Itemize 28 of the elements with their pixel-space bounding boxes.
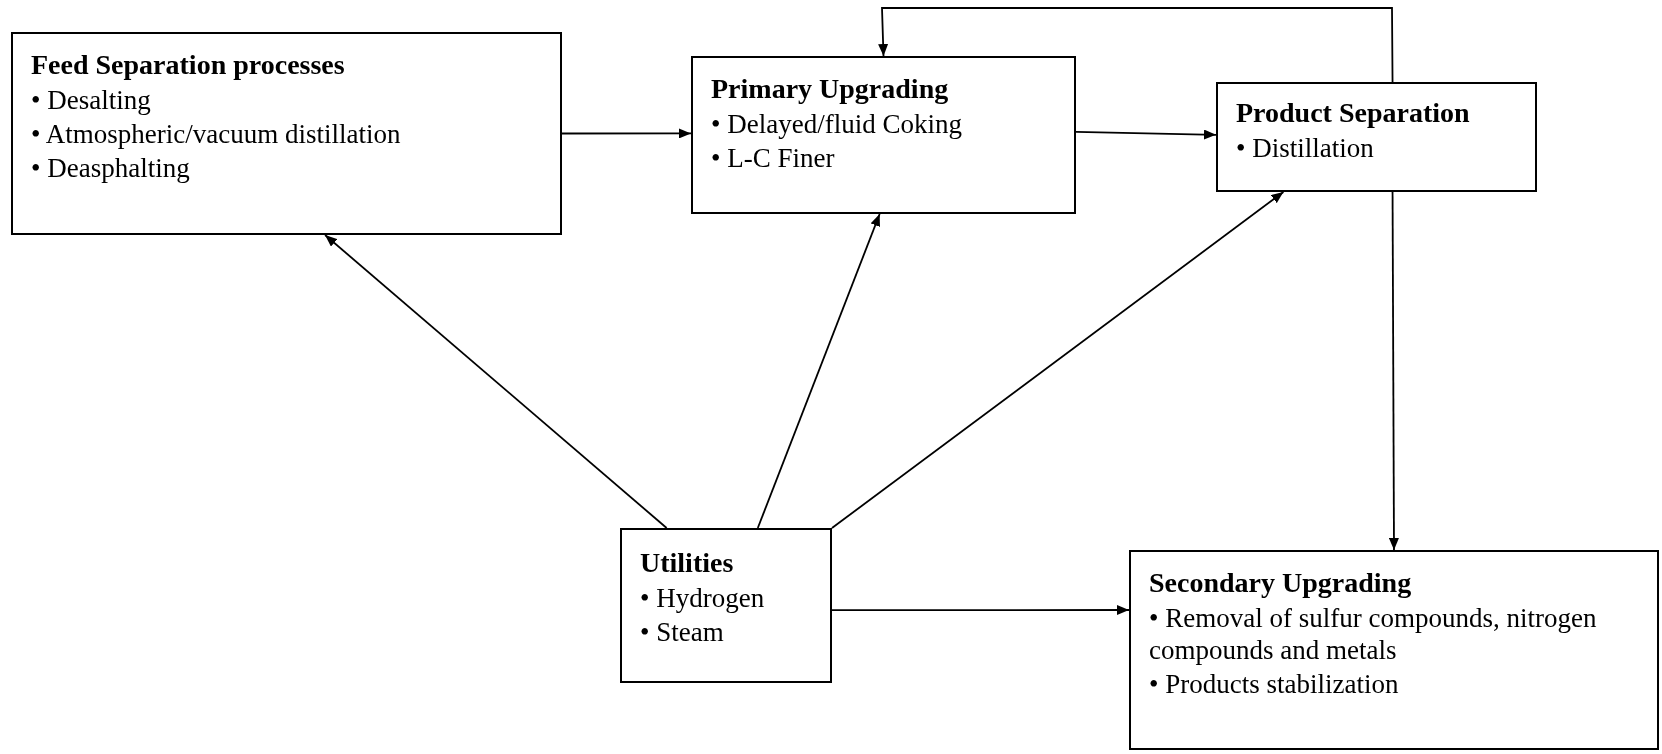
bullet-item: • Desalting: [31, 83, 152, 116]
arrow: [831, 191, 1285, 529]
arrow: [756, 213, 881, 529]
bullet-item: • Atmospheric/vacuum distillation: [31, 118, 402, 151]
bullet-item: • Products stabilization: [1149, 668, 1400, 701]
arrow: [1075, 129, 1217, 140]
box-heading: Utilities: [640, 546, 735, 580]
box-heading: Primary Upgrading: [711, 72, 950, 106]
bullet-item: • Steam: [640, 616, 725, 649]
box-heading: Feed Separation processes: [31, 48, 346, 82]
bullet-item: • Deasphalting: [31, 152, 191, 185]
bullet-item: • Delayed/fluid Coking: [711, 107, 963, 140]
bullet-item: • L-C Finer: [711, 142, 836, 175]
bullet-item: • Hydrogen: [640, 581, 766, 614]
arrow: [831, 605, 1130, 615]
arrow: [324, 234, 668, 529]
arrow: [878, 7, 1394, 83]
process-box: [11, 32, 562, 235]
process-box: [620, 528, 832, 683]
box-heading: Product Separation: [1236, 96, 1471, 130]
process-box: [1129, 550, 1659, 750]
arrow: [1388, 191, 1399, 551]
process-box: [1216, 82, 1537, 192]
arrow: [561, 128, 692, 139]
process-box: [691, 56, 1076, 214]
bullet-item: • Removal of sulfur compounds, nitrogen compounds and metals: [1149, 601, 1598, 667]
box-heading: Secondary Upgrading: [1149, 566, 1413, 600]
bullet-item: • Distillation: [1236, 131, 1375, 164]
